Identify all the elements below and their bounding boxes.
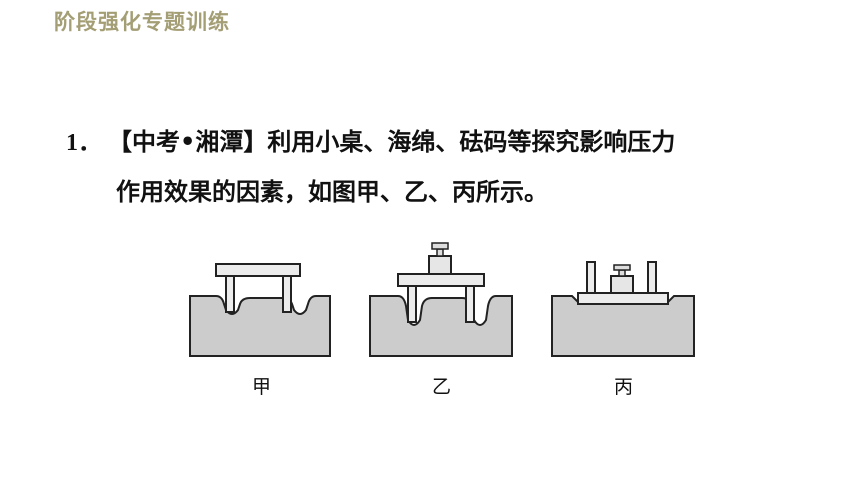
figure-yi [369,242,513,357]
weight-neck-yi [436,248,444,257]
table-leg-left-bing [586,261,596,294]
sponge-yi [369,295,513,357]
weight-body-bing [610,275,634,294]
header-title: 阶段强化专题训练 [54,10,230,34]
experiment-diagram [189,242,695,357]
table-leg-right-jia [282,275,292,313]
table-top-bing [577,292,669,305]
figure-label-yi: 乙 [432,376,452,398]
table-leg-left-jia [225,275,235,313]
weight-neck-bing [618,269,626,277]
question-line-1: 1． 【中考•湘潭】 利用小桌、海绵、砝码等探究影响压力 [66,122,806,166]
experiment-figures: 甲 乙 丙 [0,230,860,410]
weight-body-yi [428,255,452,275]
figure-label-bing: 丙 [614,376,634,398]
question-block: 1． 【中考•湘潭】 利用小桌、海绵、砝码等探究影响压力 作用效果的因素，如图甲… [66,122,806,216]
question-number: 1． [66,130,102,156]
question-source: 【中考•湘潭】 [108,127,268,156]
question-text-line1: 利用小桌、海绵、砝码等探究影响压力 [267,127,676,156]
table-leg-right-bing [647,261,657,294]
table-top-yi [397,273,485,287]
table-leg-left-yi [407,285,417,323]
question-line-2: 作用效果的因素，如图甲、乙、丙所示。 [66,172,806,216]
figure-label-jia: 甲 [252,376,272,398]
table-leg-right-yi [465,285,475,323]
weight-knob-bing [613,264,631,271]
figure-bing [551,261,695,357]
question-text-line2: 作用效果的因素，如图甲、乙、丙所示。 [116,177,548,206]
sponge-jia [189,295,331,357]
weight-knob-yi [431,242,449,250]
figure-jia [189,263,331,357]
table-top-jia [215,263,301,277]
